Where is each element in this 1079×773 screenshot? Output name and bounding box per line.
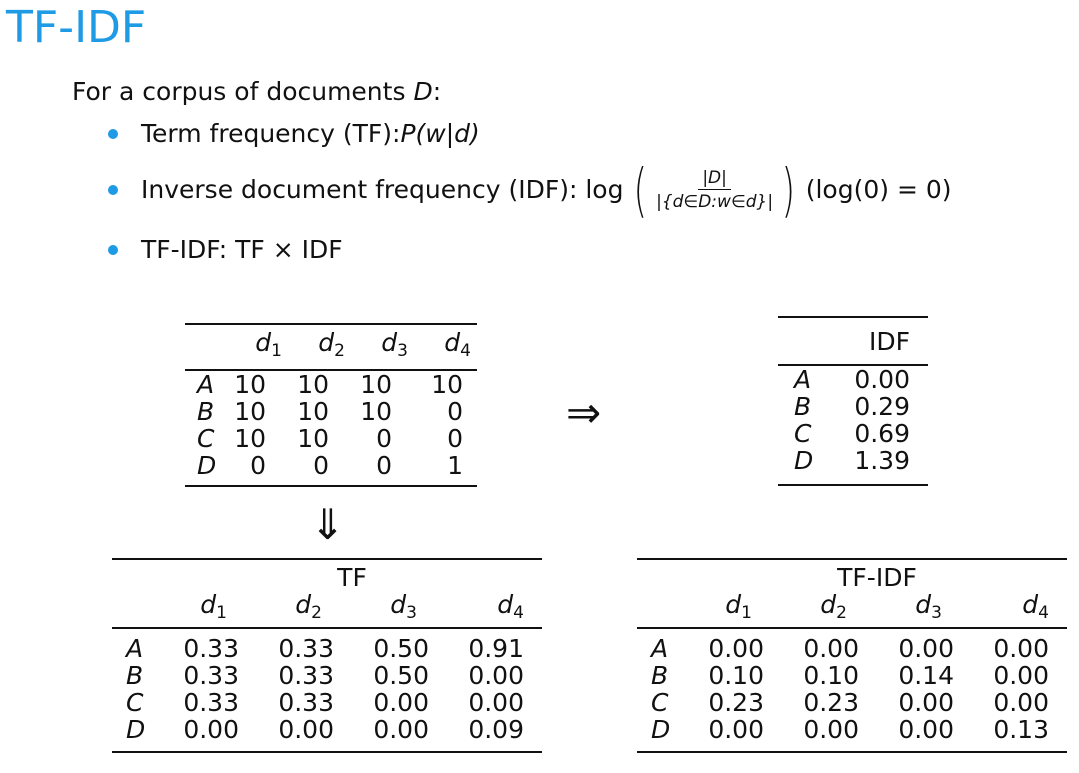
table-row: B 0.29 (794, 392, 910, 421)
slide-title: TF-IDF (6, 2, 147, 53)
tfidf-col-header: d1 (725, 590, 752, 623)
tfidf-title: TF-IDF (837, 563, 917, 592)
tf-col-header: d1 (200, 590, 227, 623)
idf-numerator: |D| (698, 168, 731, 190)
bullet-tfidf: TF-IDF: TF × IDF (108, 234, 343, 266)
tfidf-col-header: d2 (820, 590, 847, 623)
table-row: C 0.23 0.23 0.00 0.00 (651, 688, 1049, 717)
bullet-dot-icon (108, 129, 118, 139)
bullet-tf-label: Term frequency (TF): (141, 119, 401, 148)
counts-col-header: d1 (255, 328, 282, 361)
bullet-tf-formula: P(w|d) (400, 119, 480, 148)
table-row: C 0.69 (794, 419, 910, 448)
idf-fraction: ( |D| |{d∈D:w∈d}| ) (629, 161, 799, 219)
bullet-dot-icon (108, 185, 118, 195)
intro-var: D (413, 77, 433, 106)
left-paren: ( (633, 156, 648, 224)
counts-col-header: d2 (318, 328, 345, 361)
tfidf-table: TF-IDF d1 d2 d3 d4 A 0.00 0.00 0.00 0.00… (637, 558, 1067, 753)
table-row: C 0.33 0.33 0.00 0.00 (126, 688, 524, 717)
right-double-arrow-icon: ⇒ (566, 388, 602, 437)
table-row: B 0.10 0.10 0.14 0.00 (651, 661, 1049, 690)
idf-table: IDF A 0.00 B 0.29 C 0.69 D 1.39 (778, 316, 928, 486)
intro-tail: : (432, 77, 442, 106)
table-row: D 0.00 0.00 0.00 0.09 (112, 716, 542, 752)
intro-line: For a corpus of documents D: (72, 76, 441, 108)
down-double-arrow-icon: ⇓ (310, 500, 346, 549)
table-row: A 0.00 0.00 0.00 0.00 (637, 628, 1067, 662)
table-row: A 0.00 (778, 365, 928, 393)
bullet-idf-tail: (log(0) = 0) (805, 175, 952, 204)
counts-col-header: d3 (381, 328, 408, 361)
table-row: B 10 10 10 0 (197, 397, 463, 426)
right-paren: ) (781, 156, 796, 224)
intro-text: For a corpus of documents (72, 77, 414, 106)
table-row: A 0.33 0.33 0.50 0.91 (112, 628, 542, 662)
tf-title: TF (337, 563, 367, 592)
idf-denominator: |{d∈D:w∈d}| (656, 192, 774, 212)
tf-col-header: d2 (295, 590, 322, 623)
table-row: D 0 0 0 1 (185, 452, 477, 486)
tf-col-header: d3 (390, 590, 417, 623)
tfidf-col-header: d3 (915, 590, 942, 623)
table-row: D 0.00 0.00 0.00 0.13 (637, 716, 1067, 752)
counts-table: d1 d2 d3 d4 A 10 10 10 10 B 10 10 10 0 C… (185, 323, 477, 487)
table-row: D 1.39 (778, 447, 928, 485)
table-row: A 10 10 10 10 (185, 370, 477, 398)
table-row: C 10 10 0 0 (197, 424, 463, 453)
bullet-dot-icon (108, 245, 118, 255)
table-row: B 0.33 0.33 0.50 0.00 (126, 661, 524, 690)
tf-table: TF d1 d2 d3 d4 A 0.33 0.33 0.50 0.91 B 0… (112, 558, 542, 753)
tf-col-header: d4 (497, 590, 524, 623)
bullet-tfidf-label: TF-IDF: TF × IDF (141, 235, 343, 264)
tfidf-col-header: d4 (1022, 590, 1049, 623)
idf-header: IDF (868, 326, 910, 356)
bullet-tf: Term frequency (TF): P(w|d) (108, 118, 480, 150)
counts-col-header: d4 (444, 328, 471, 361)
bullet-idf: Inverse document frequency (IDF): log ( … (108, 160, 952, 220)
bullet-idf-label: Inverse document frequency (IDF): log (141, 175, 624, 204)
